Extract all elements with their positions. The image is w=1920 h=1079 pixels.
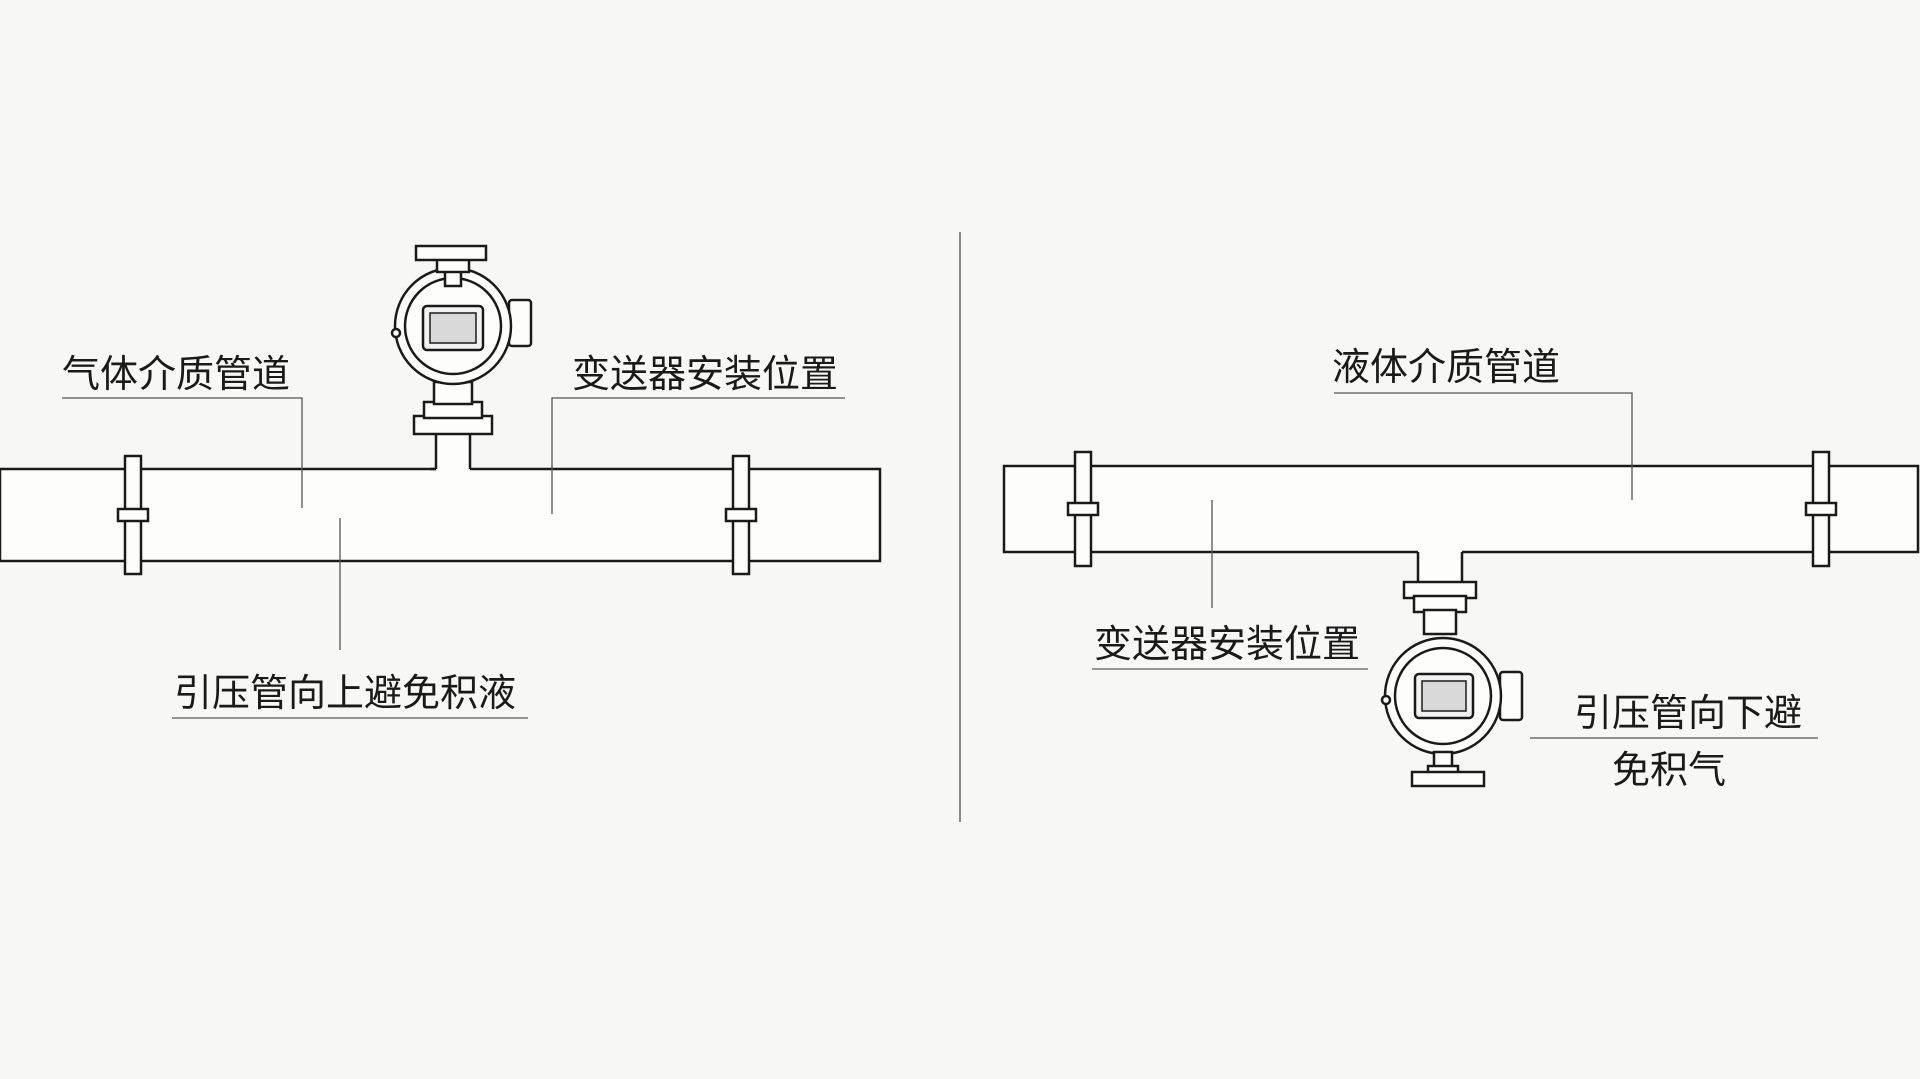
gas-impulse-label: 引压管向上避免积液: [174, 671, 516, 715]
liquid-pipe-flange-left: [1066, 450, 1100, 568]
liquid-impulse-branch: [1418, 547, 1462, 587]
gas-impulse-branch: [436, 432, 470, 474]
gas-transmitter-leader: [551, 397, 845, 514]
right-panel: 液体介质管道 变送器安装位置 引压管向下避 免积气: [1002, 345, 1920, 792]
left-panel: 气体介质管道 变送器安装位置 引压管向上避免积液: [0, 244, 882, 719]
liquid-pipe-flange-right: [1804, 450, 1838, 568]
liquid-impulse-label-line1: 引压管向下避: [1574, 691, 1802, 735]
liquid-impulse-label-line2: 免积气: [1612, 748, 1726, 792]
liquid-pipe-leader: [1334, 392, 1633, 500]
gas-transmitter-label: 变送器安装位置: [572, 352, 838, 396]
liquid-pipe-label: 液体介质管道: [1332, 345, 1560, 389]
gas-pipe-leader: [62, 397, 303, 508]
gas-pipe-flange-left: [116, 454, 150, 576]
liquid-transmitter: [1380, 580, 1524, 788]
gas-transmitter: [390, 244, 533, 436]
liquid-pipe: [1002, 464, 1920, 554]
liquid-transmitter-label: 变送器安装位置: [1094, 622, 1360, 666]
gas-pipe-label: 气体介质管道: [62, 352, 290, 396]
gas-pipe-flange-right: [724, 454, 758, 576]
